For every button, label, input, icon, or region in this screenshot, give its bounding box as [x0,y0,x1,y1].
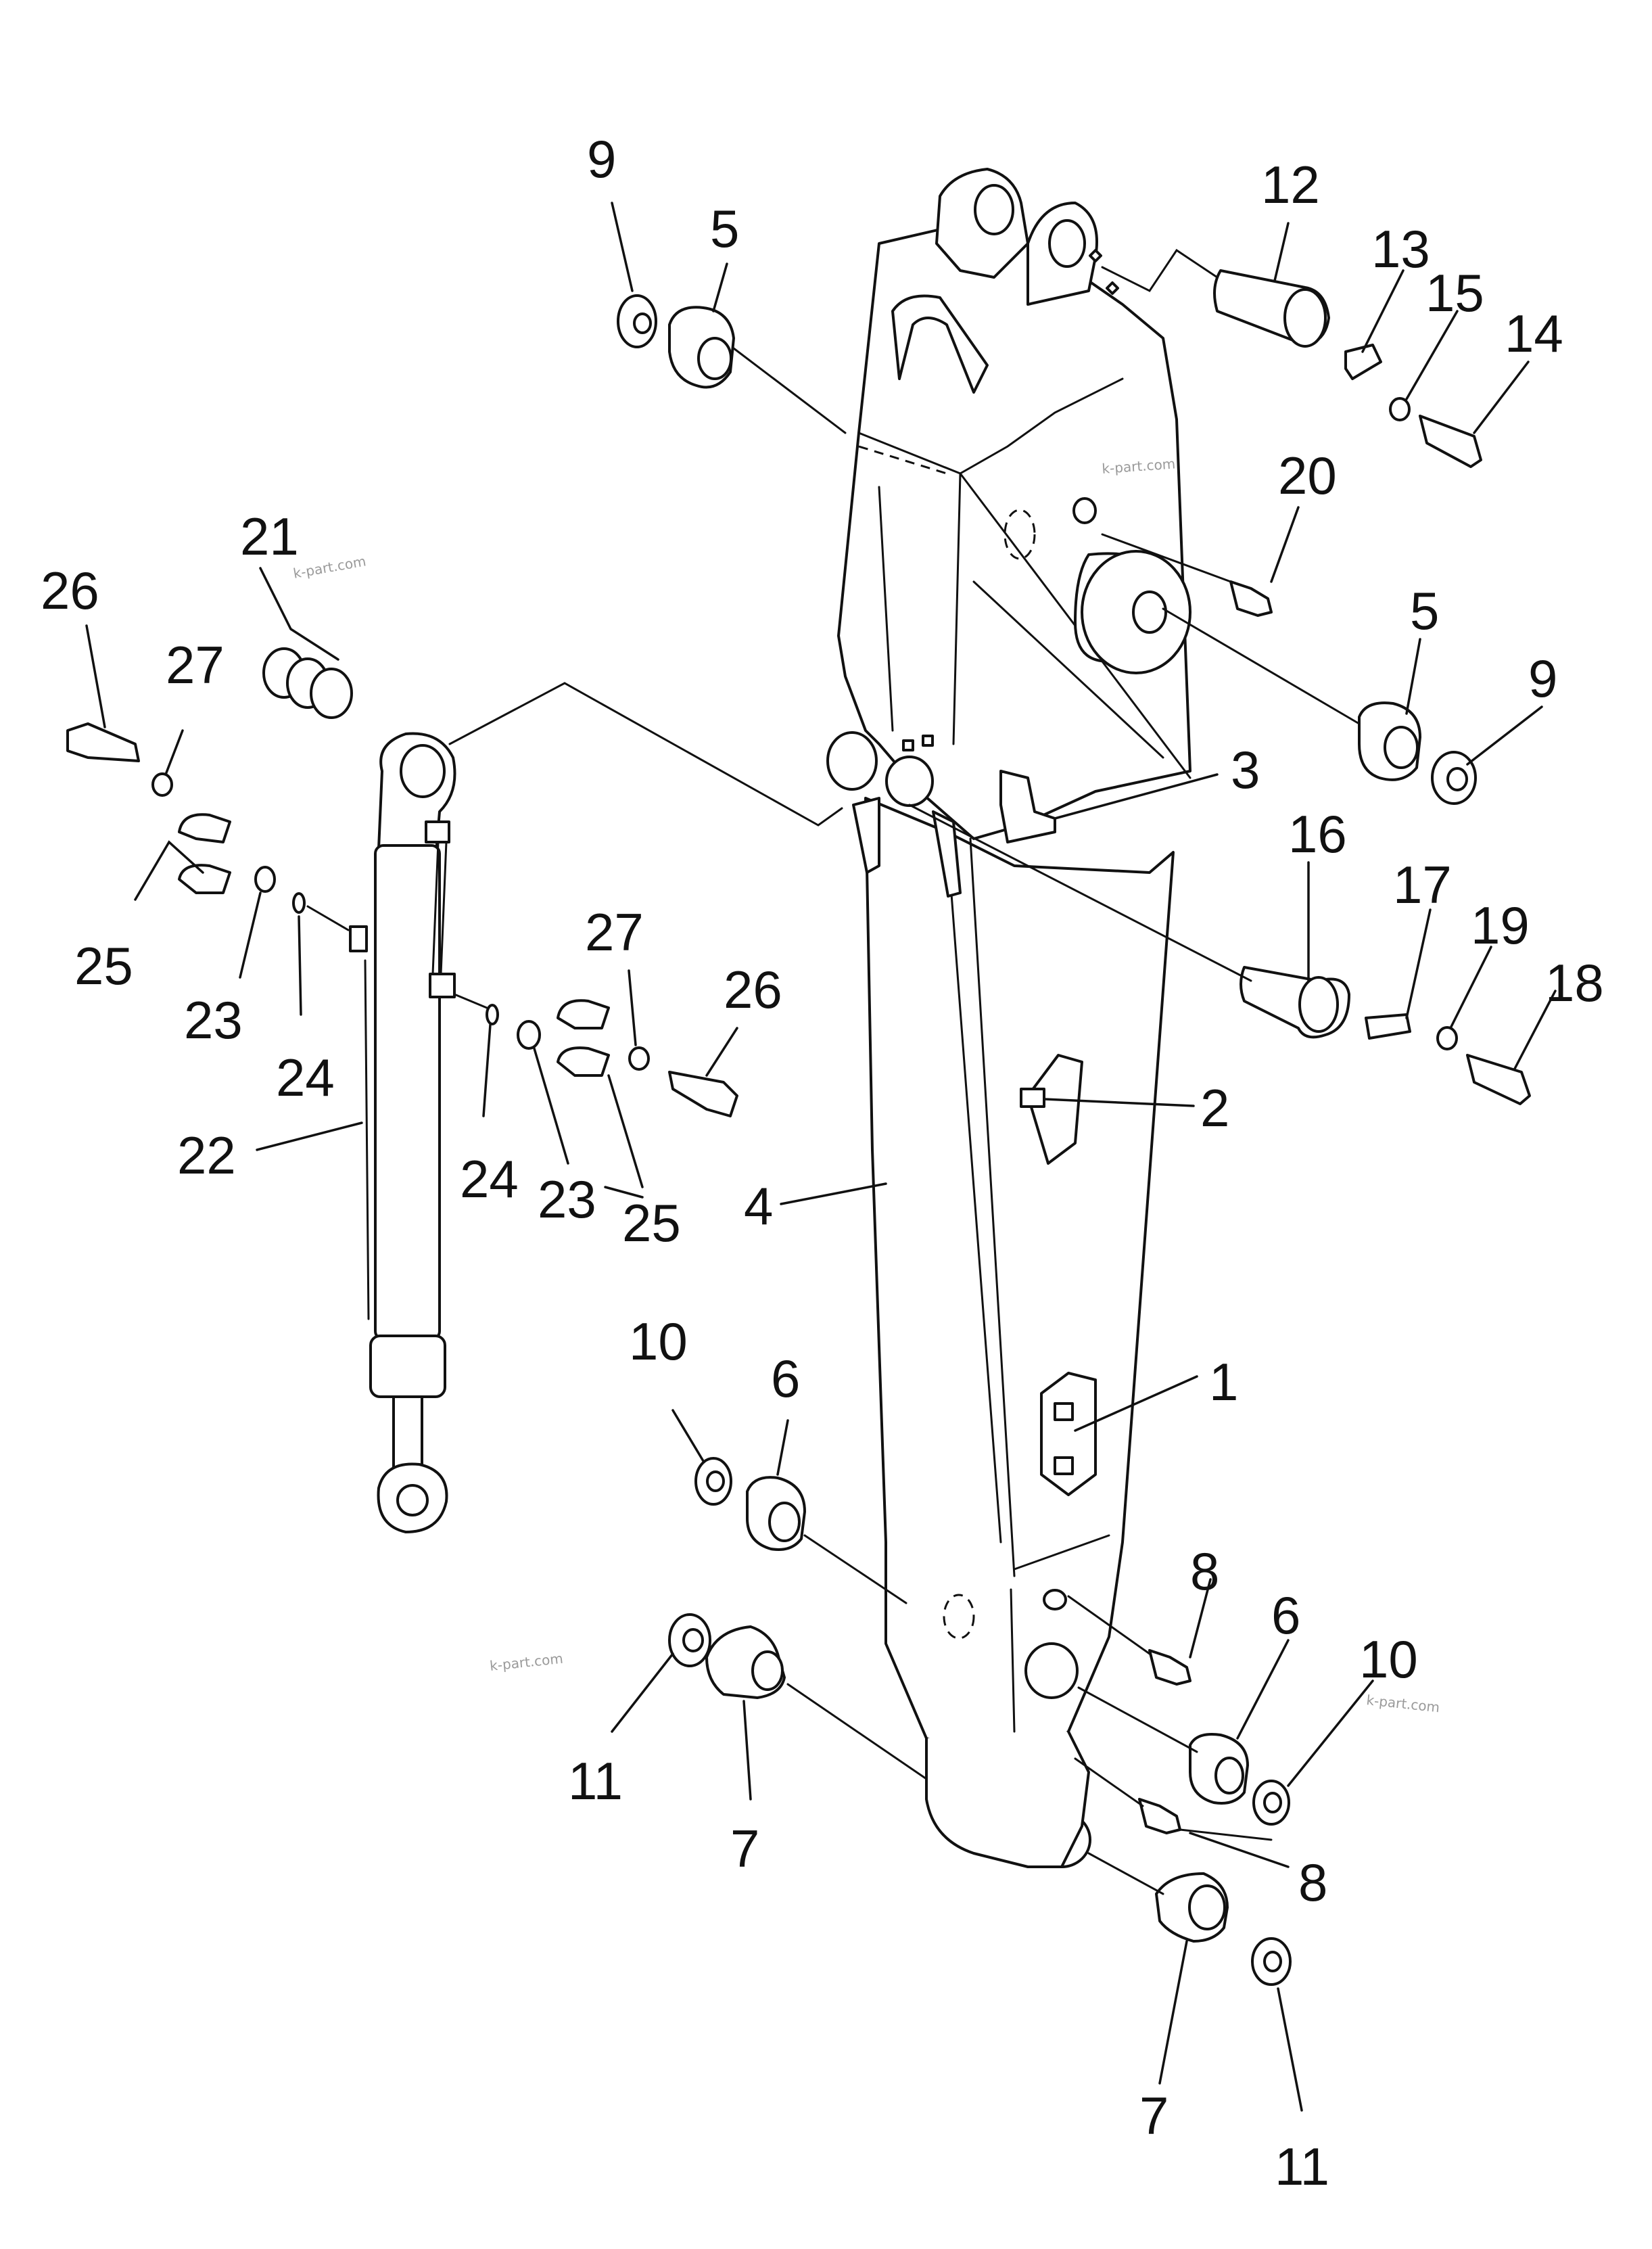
boom-cylinder [349,732,456,1533]
watermark: k-part.com [489,1650,564,1674]
callout-11-right: 11 [1275,2137,1329,2196]
callout-2: 2 [1200,1078,1229,1138]
callout-26-right: 26 [724,960,782,1019]
callout-22: 22 [177,1126,236,1185]
callout-27-right: 27 [585,902,644,962]
callout-23-right: 23 [538,1169,596,1229]
callout-19: 19 [1471,896,1530,955]
small-parts [66,249,1531,1986]
callout-25-right: 25 [622,1193,681,1253]
watermark: k-part.com [1365,1692,1440,1715]
callout-25-left: 25 [74,936,133,996]
callout-14: 14 [1505,304,1563,363]
callout-24-right: 24 [460,1149,519,1209]
callout-27-left: 27 [166,635,225,695]
callout-13: 13 [1371,219,1430,279]
callout-5-top: 5 [710,199,739,258]
callout-7-left: 7 [730,1819,759,1878]
callout-18: 18 [1545,953,1604,1013]
callout-16: 16 [1288,804,1347,864]
callout-15: 15 [1425,263,1484,323]
callout-3: 3 [1231,740,1260,799]
callout-20: 20 [1278,446,1337,505]
callout-26-left: 26 [41,561,99,620]
callout-8-lower: 8 [1298,1853,1327,1912]
assembly-lines [306,248,1361,1895]
callout-24-left: 24 [276,1048,335,1107]
callout-9-top: 9 [587,129,616,189]
callout-4: 4 [744,1176,773,1236]
watermark: k-part.com [292,553,367,582]
callout-17: 17 [1393,855,1452,914]
callout-5-mid: 5 [1410,581,1439,641]
callout-numbers: 9 5 12 13 15 14 20 5 9 3 16 17 19 18 2 1… [41,129,1604,2196]
callout-9-mid: 9 [1528,649,1557,708]
callout-1: 1 [1209,1352,1238,1412]
callout-6-right: 6 [1271,1585,1300,1645]
callout-23-left: 23 [184,990,243,1050]
callout-11-left: 11 [568,1751,623,1811]
leader-lines [85,202,1557,2112]
callout-6-left: 6 [771,1349,800,1408]
callout-21: 21 [240,507,299,566]
callout-8-upper: 8 [1190,1541,1219,1601]
boom-body [826,168,1191,1868]
callout-10-left: 10 [629,1312,688,1371]
callout-10-right: 10 [1359,1629,1418,1689]
callout-7-right: 7 [1139,2086,1169,2146]
callout-12: 12 [1261,155,1320,214]
